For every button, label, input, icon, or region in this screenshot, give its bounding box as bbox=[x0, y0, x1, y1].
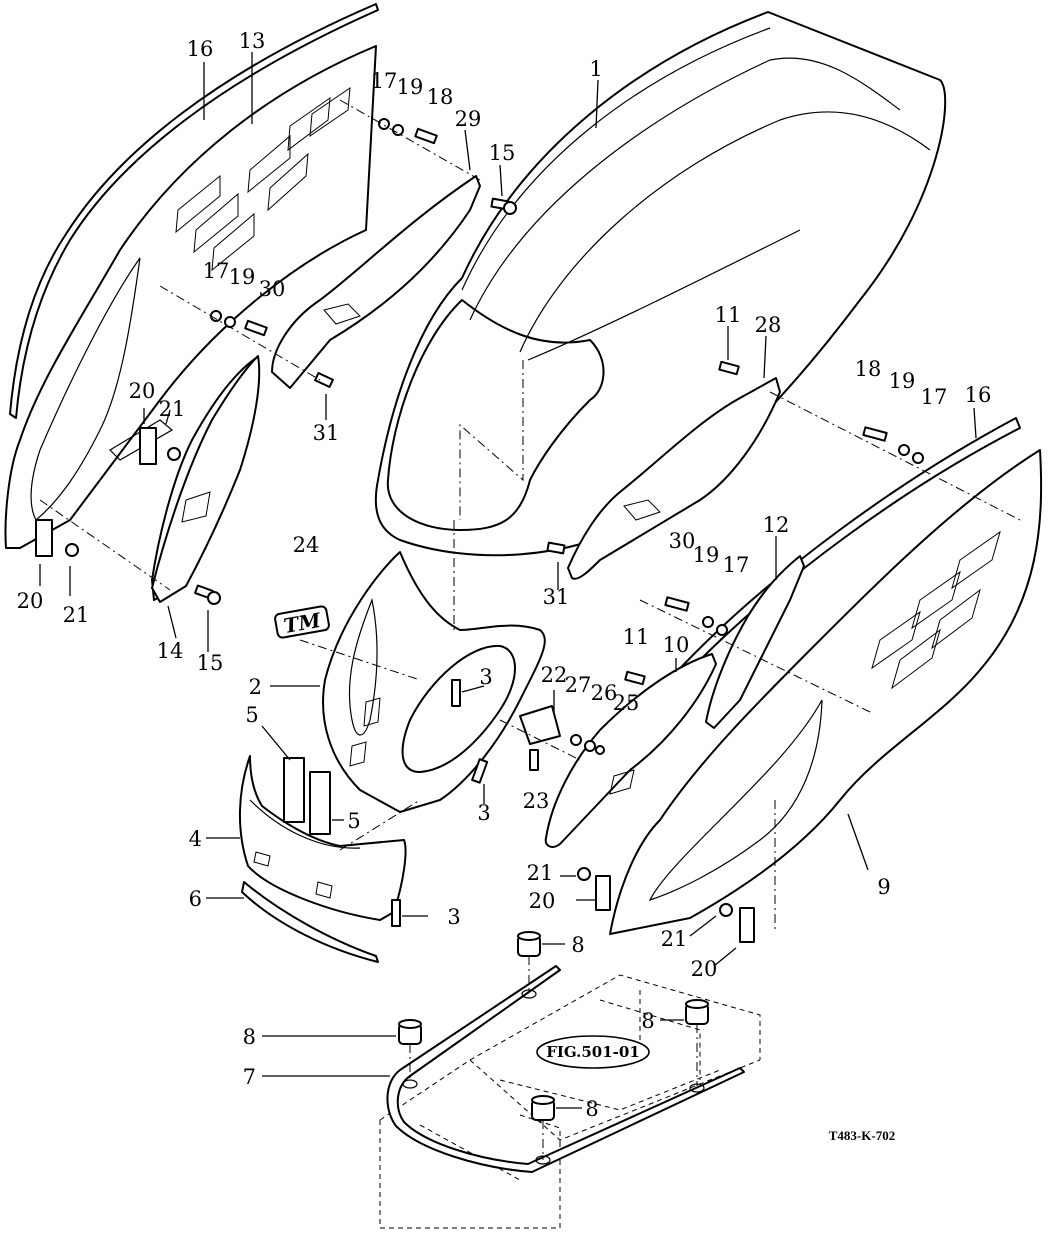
window-glass-part-10 bbox=[544, 653, 717, 848]
base-frame-dashed bbox=[379, 974, 761, 1229]
callout: 1 bbox=[589, 57, 602, 81]
callout: 5 bbox=[245, 703, 258, 727]
callout: 12 bbox=[763, 513, 790, 537]
leader-lines bbox=[39, 52, 977, 1109]
callout: 19 bbox=[693, 543, 720, 567]
callout: 13 bbox=[239, 29, 266, 53]
callout: 31 bbox=[313, 421, 340, 445]
callout: 19 bbox=[889, 369, 916, 393]
callout: 25 bbox=[613, 691, 640, 715]
emblem-part-24: TM bbox=[274, 605, 330, 639]
callout: 18 bbox=[427, 85, 454, 109]
callout: 22 bbox=[541, 663, 568, 687]
callout: 7 bbox=[243, 1065, 256, 1089]
emblem-text: TM bbox=[282, 608, 323, 638]
callout: 20 bbox=[17, 589, 44, 613]
callout: 23 bbox=[523, 789, 550, 813]
callout: 15 bbox=[197, 651, 224, 675]
hood-opening bbox=[386, 299, 605, 531]
hardware bbox=[35, 118, 924, 943]
grille-mesh-29 bbox=[323, 303, 361, 325]
callout: 21 bbox=[63, 603, 90, 627]
front-grille-part-2 bbox=[322, 551, 546, 813]
callout: 6 bbox=[189, 887, 202, 911]
callout: 31 bbox=[543, 585, 570, 609]
callout: 17 bbox=[371, 69, 398, 93]
callout: 17 bbox=[921, 385, 948, 409]
window-glass-part-28 bbox=[567, 377, 781, 580]
mount-rubber-8-b bbox=[398, 1019, 422, 1045]
grille-mesh-2 bbox=[349, 697, 381, 767]
drawing-code: T483-K-702 bbox=[829, 1128, 895, 1143]
callout: 8 bbox=[585, 1097, 598, 1121]
callout: 29 bbox=[455, 107, 482, 131]
air-duct-part-5-b bbox=[309, 771, 331, 835]
callout: 20 bbox=[529, 889, 556, 913]
callout: 18 bbox=[855, 357, 882, 381]
side-panel-louvers-right bbox=[871, 530, 1001, 690]
floor-seal-part-7 bbox=[386, 965, 745, 1173]
callout: 3 bbox=[479, 665, 492, 689]
callout: 8 bbox=[641, 1009, 654, 1033]
callout: 19 bbox=[229, 265, 256, 289]
window-glass-part-29 bbox=[271, 175, 481, 389]
side-panel-louvers-left bbox=[175, 86, 351, 272]
callout: 14 bbox=[157, 639, 184, 663]
callout: 3 bbox=[477, 801, 490, 825]
mount-rubber-8-d bbox=[531, 1095, 555, 1121]
callout: 27 bbox=[565, 673, 592, 697]
side-panel-part-13 bbox=[4, 45, 377, 549]
callout: 20 bbox=[691, 957, 718, 981]
callout: 16 bbox=[965, 383, 992, 407]
callout: 8 bbox=[571, 933, 584, 957]
side-panel-window-right bbox=[648, 699, 823, 902]
grille-mesh-28 bbox=[623, 499, 661, 521]
callout: 10 bbox=[663, 633, 690, 657]
grille-mesh-14 bbox=[181, 491, 211, 523]
callout: 9 bbox=[877, 875, 890, 899]
front-grille-inner-opening bbox=[401, 644, 516, 773]
callout: 26 bbox=[591, 681, 618, 705]
mount-holes bbox=[402, 989, 705, 1165]
callout: 5 bbox=[347, 809, 360, 833]
under-strip-part-6 bbox=[241, 881, 379, 963]
callout: 21 bbox=[159, 397, 186, 421]
window-glass-part-12 bbox=[705, 555, 805, 729]
callout: 11 bbox=[623, 625, 650, 649]
mount-rubber-8-c bbox=[685, 999, 709, 1025]
side-panel-part-9 bbox=[609, 449, 1043, 935]
callout: 24 bbox=[293, 533, 320, 557]
callout: 17 bbox=[203, 259, 230, 283]
air-duct-part-5-a bbox=[283, 757, 305, 823]
callout: 28 bbox=[755, 313, 782, 337]
callout-labels: 1 2 3 3 3 4 5 5 6 7 8 8 8 8 9 10 11 11 1… bbox=[17, 29, 992, 1121]
callout: 21 bbox=[661, 927, 688, 951]
callout: 30 bbox=[259, 277, 286, 301]
mount-rubber-8-a bbox=[517, 931, 541, 957]
figure-reference-text: FIG.501-01 bbox=[546, 1043, 640, 1061]
callout: 20 bbox=[129, 379, 156, 403]
callout: 17 bbox=[723, 553, 750, 577]
callout: 30 bbox=[669, 529, 696, 553]
callout: 3 bbox=[447, 905, 460, 929]
callout: 8 bbox=[243, 1025, 256, 1049]
assembly-lines bbox=[39, 99, 1021, 930]
callout: 21 bbox=[527, 861, 554, 885]
callout: 19 bbox=[397, 75, 424, 99]
grille-mesh-4 bbox=[253, 851, 333, 899]
callout: 4 bbox=[189, 827, 202, 851]
callout: 15 bbox=[489, 141, 516, 165]
callout: 16 bbox=[187, 37, 214, 61]
figure-reference-badge[interactable]: FIG.501-01 bbox=[536, 1035, 650, 1069]
lower-nose-part-4 bbox=[238, 755, 407, 921]
callout: 2 bbox=[249, 675, 262, 699]
callout: 11 bbox=[715, 303, 742, 327]
grille-mesh-10 bbox=[609, 769, 635, 795]
seal-strip-part-16-left bbox=[9, 3, 379, 419]
